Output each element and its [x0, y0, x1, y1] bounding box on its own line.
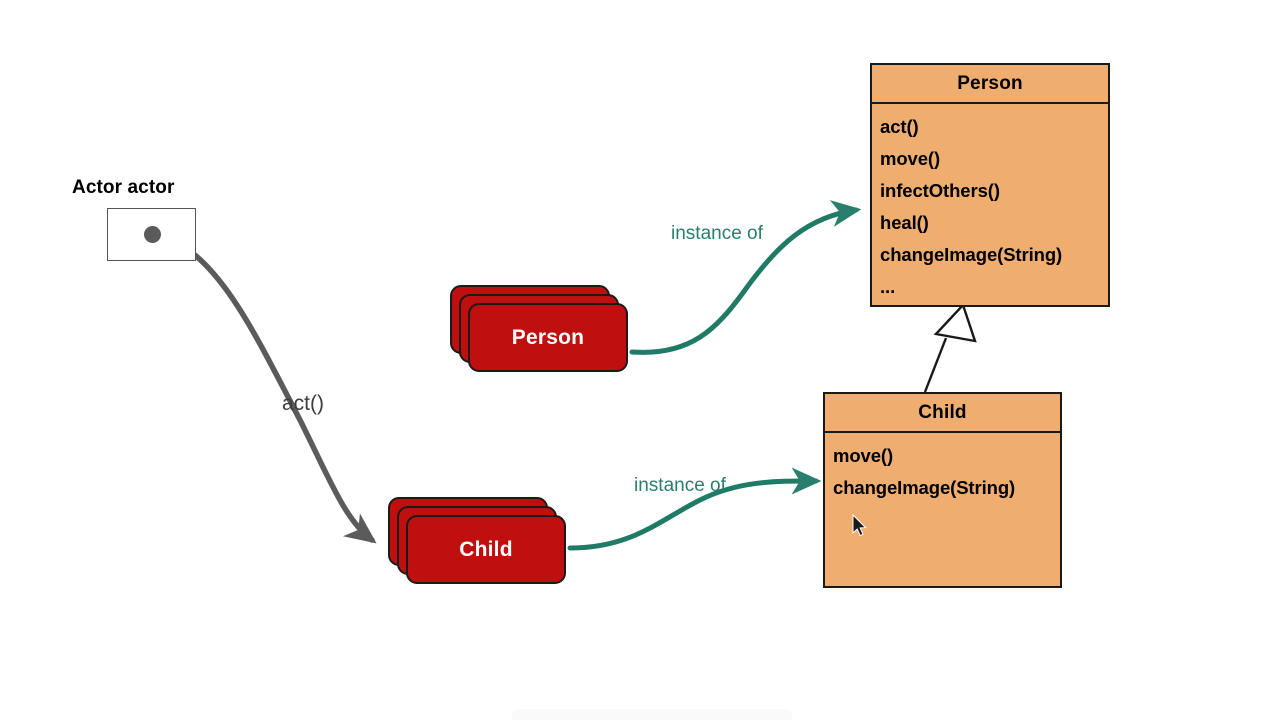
- uml-member: ...: [880, 276, 896, 297]
- object-stack-person[interactable]: Person: [450, 285, 630, 375]
- player-controls-hint: [512, 709, 792, 720]
- mouse-pointer-icon: [852, 514, 867, 537]
- uml-member: heal(): [880, 212, 929, 233]
- instance-of-person-label: instance of: [671, 223, 763, 244]
- uml-member: move(): [833, 445, 894, 466]
- object-stack-child[interactable]: Child: [388, 497, 568, 587]
- object-stack-person-label: Person: [511, 325, 585, 349]
- actor-label: Actor actor: [72, 177, 175, 198]
- uml-member: changeImage(String): [833, 477, 1016, 498]
- uml-member: move(): [880, 148, 941, 169]
- uml-member: act(): [880, 116, 919, 137]
- uml-member: changeImage(String): [880, 244, 1063, 265]
- uml-class-child-members: move() changeImage(String): [825, 433, 1060, 586]
- filled-circle-icon: [144, 226, 161, 243]
- uml-class-person-title: Person: [872, 65, 1108, 104]
- object-card-front: [468, 303, 628, 372]
- uml-class-child-title: Child: [825, 394, 1060, 433]
- object-card-front: [406, 515, 566, 584]
- uml-class-person-members: act() move() infectOthers() heal() chang…: [872, 104, 1108, 305]
- generalization-line: [923, 337, 948, 393]
- act-call-arrow: [151, 231, 377, 544]
- generalization-triangle-icon: [933, 302, 977, 343]
- instance-of-child-label: instance of: [634, 475, 726, 496]
- uml-class-person[interactable]: Person act() move() infectOthers() heal(…: [870, 63, 1110, 307]
- act-call-label: act(): [282, 392, 324, 415]
- object-stack-child-label: Child: [459, 537, 513, 561]
- uml-class-child[interactable]: Child move() changeImage(String): [823, 392, 1062, 588]
- uml-member: infectOthers(): [880, 180, 1000, 201]
